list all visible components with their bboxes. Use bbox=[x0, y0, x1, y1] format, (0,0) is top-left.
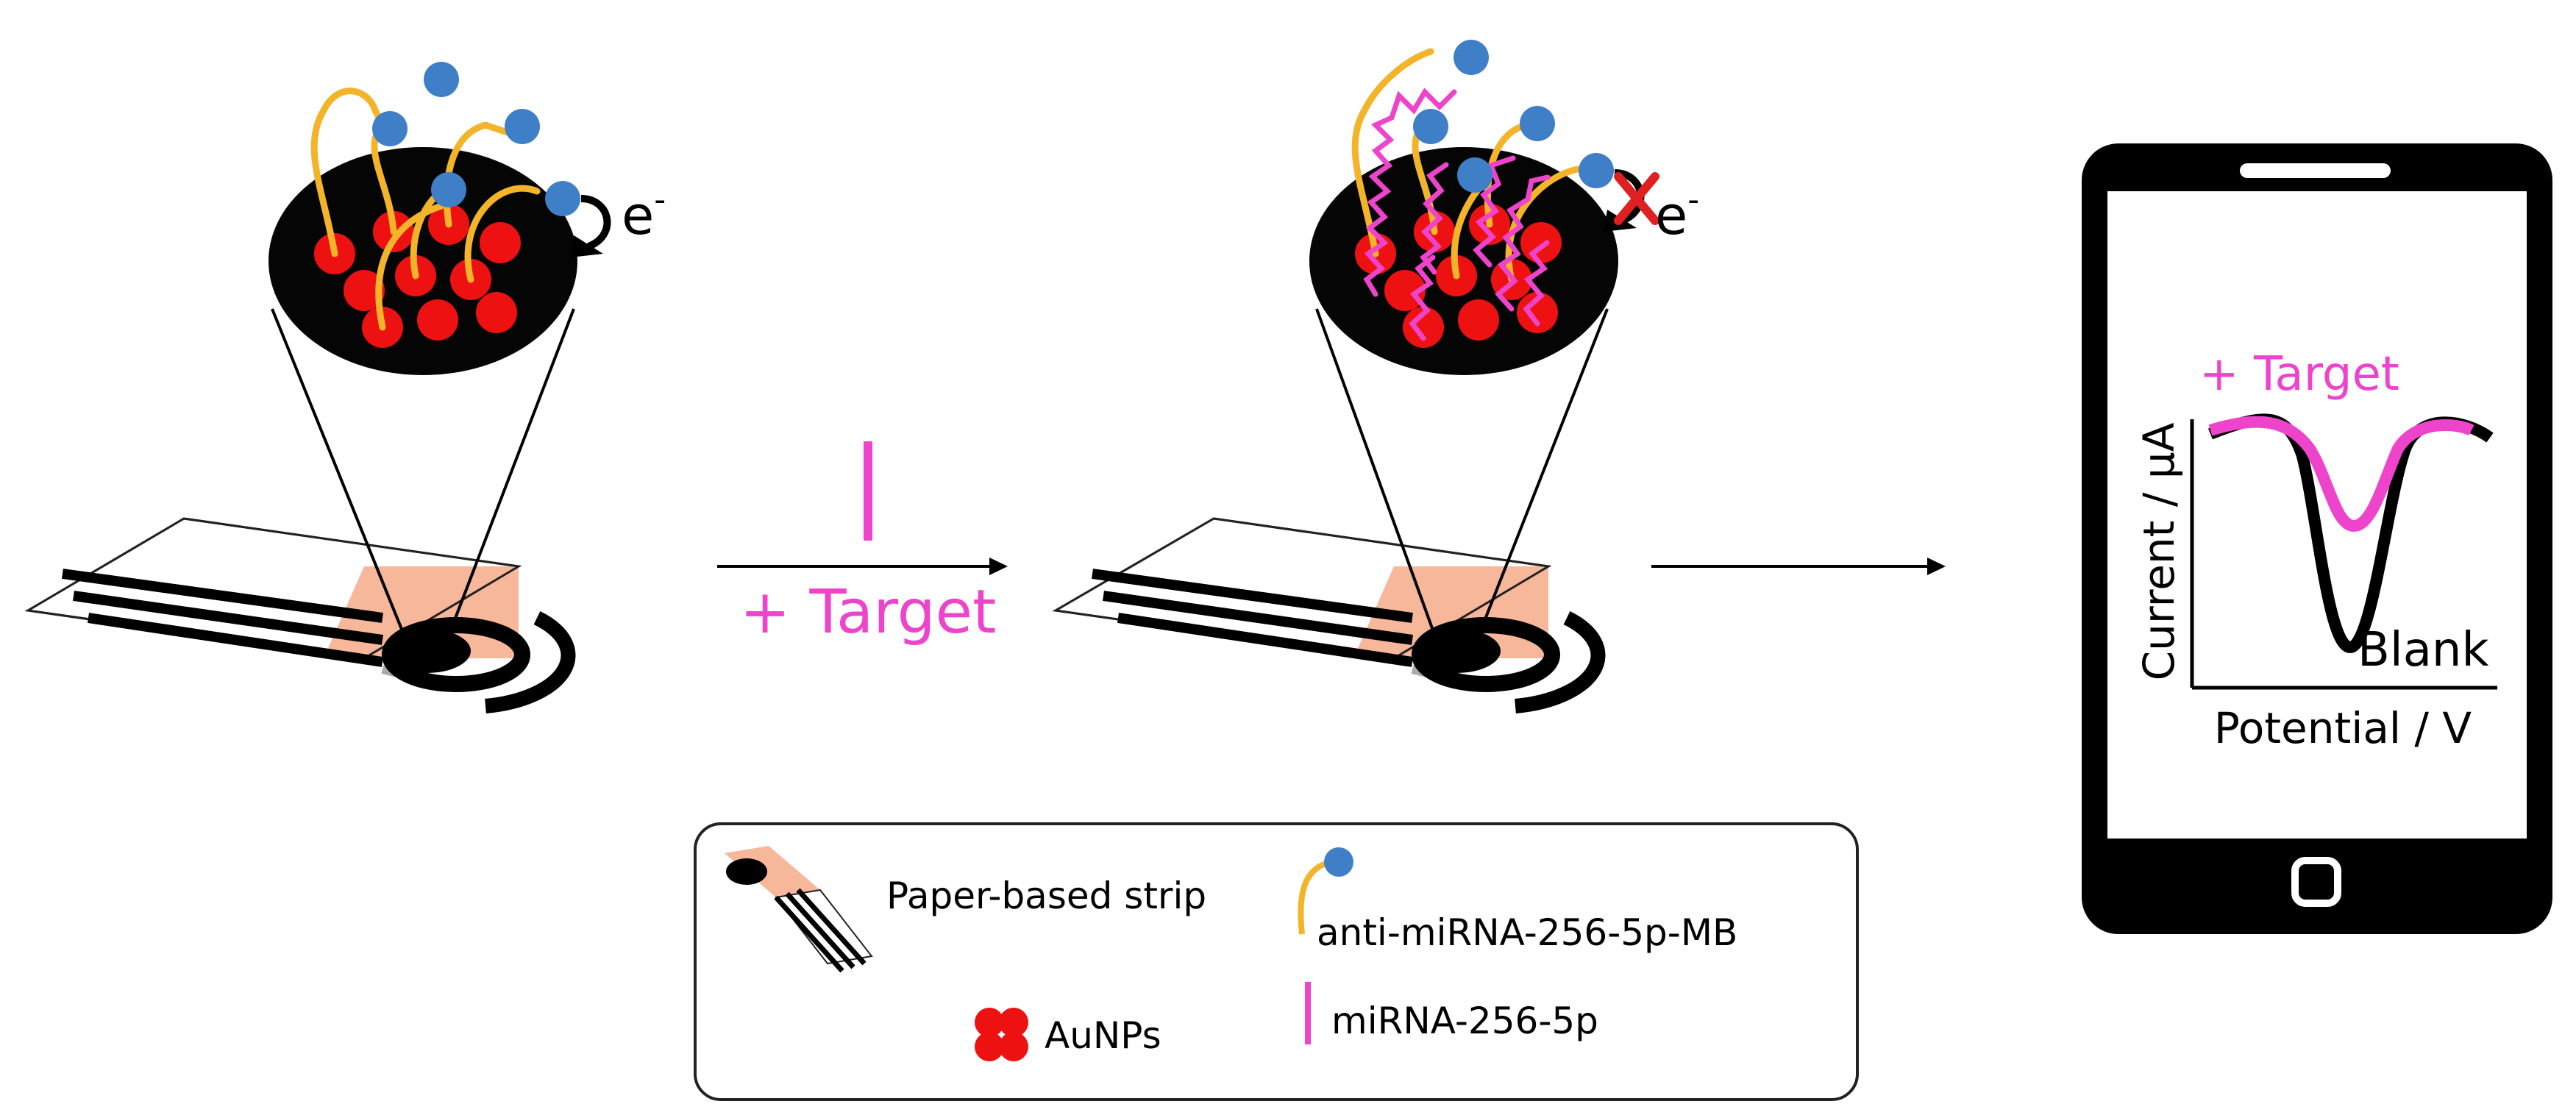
middle-methylene-blue-labels bbox=[1413, 40, 1614, 193]
middle-electron-label: e- bbox=[1655, 181, 1699, 246]
middle-zoom-line-left bbox=[1315, 308, 1443, 655]
target-addition-step: + Target bbox=[717, 441, 1008, 647]
blocked-transfer-cross-icon bbox=[1614, 172, 1659, 225]
middle-target-strands bbox=[1363, 88, 1551, 341]
legend-label-mirna: miRNA-256-5p bbox=[1331, 1000, 1598, 1042]
legend-label-paper-strip: Paper-based strip bbox=[886, 875, 1206, 917]
left-methylene-blue-labels bbox=[372, 62, 580, 216]
middle-electrode-zoom bbox=[1309, 40, 1618, 375]
middle-panel: e- bbox=[1052, 40, 1699, 713]
voltammogram-plot: + Target Blank Current / μA Potential / … bbox=[2134, 347, 2497, 753]
legend-frame bbox=[694, 822, 1859, 1101]
middle-zoom-line-right bbox=[1470, 308, 1609, 655]
legend-label-blank: Blank bbox=[2358, 623, 2489, 677]
phone-speaker bbox=[2240, 163, 2391, 178]
step-arrow-1-head bbox=[989, 558, 1008, 575]
step-arrow-1-label: + Target bbox=[740, 577, 996, 647]
left-panel: e- bbox=[24, 62, 666, 713]
legend-box: Paper-based strip anti-miRNA-256-5p-MB A… bbox=[694, 822, 1859, 1101]
left-electron-arrowhead bbox=[570, 235, 603, 257]
readout-step bbox=[1651, 558, 1946, 575]
phone-home-button bbox=[2291, 857, 2341, 907]
curve-plus-target bbox=[2208, 416, 2474, 533]
plot-y-label: Current / μA bbox=[2134, 422, 2184, 680]
left-paper-strip bbox=[24, 517, 576, 713]
middle-paper-strip bbox=[1052, 517, 1606, 713]
legend-label-aunps: AuNPs bbox=[1045, 1014, 1161, 1057]
paper-strip-icon bbox=[725, 846, 873, 973]
smartphone: + Target Blank Current / μA Potential / … bbox=[2082, 143, 2552, 934]
left-electron-transfer-arrow bbox=[580, 195, 611, 250]
left-electrode-zoom bbox=[268, 62, 580, 375]
step-arrow-2-head bbox=[1927, 558, 1946, 575]
aunps-icon bbox=[975, 1008, 1028, 1061]
left-electron-label: e- bbox=[622, 181, 666, 246]
legend-label-plus-target: + Target bbox=[2199, 347, 2399, 402]
left-zoom-line-right bbox=[440, 308, 575, 655]
probe-icon bbox=[1298, 847, 1353, 935]
plot-x-label: Potential / V bbox=[2214, 703, 2472, 753]
legend-label-probe: anti-miRNA-256-5p-MB bbox=[1317, 911, 1737, 954]
left-zoom-line-left bbox=[271, 308, 413, 655]
